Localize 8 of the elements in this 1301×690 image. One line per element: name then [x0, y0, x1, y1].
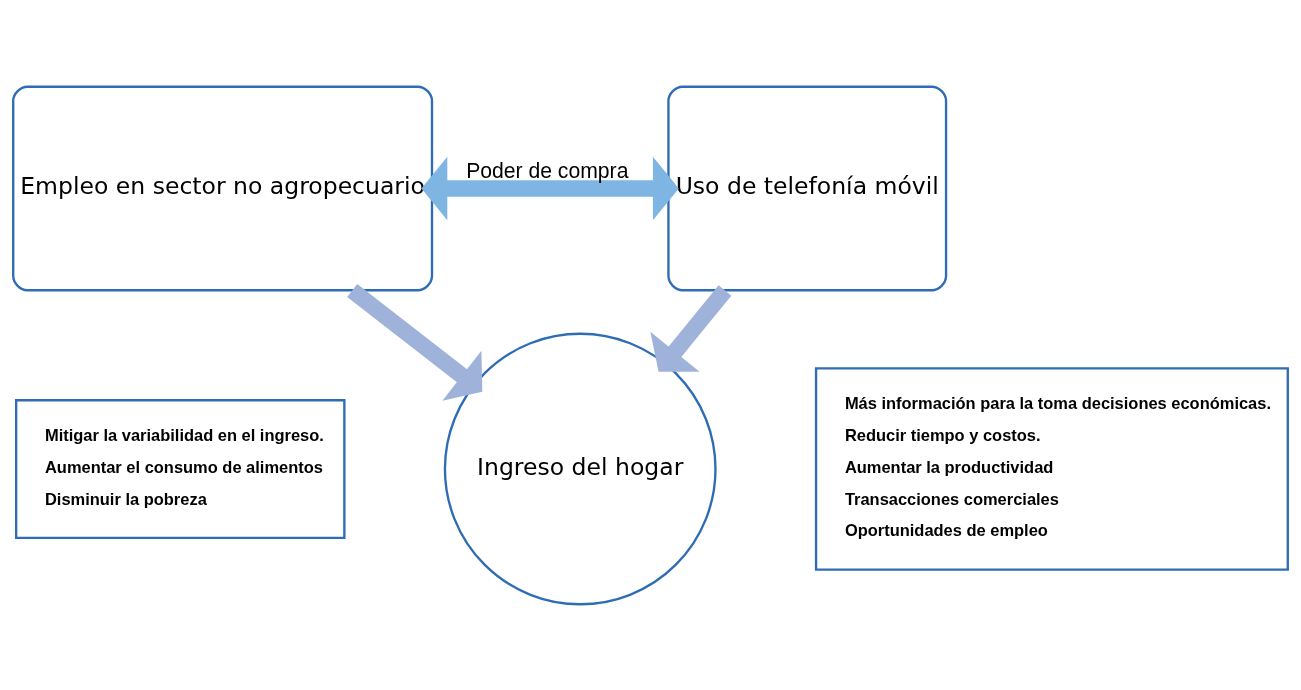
arrow [347, 283, 483, 401]
edge-label: Poder de compra [466, 158, 629, 182]
node-box: Más información para la toma decisiones económicas. Reducir tiempo y costos. Aumentar la productividad Transacciones comerciales Oportunidades de empleo [814, 366, 1289, 571]
node-box: Empleo en sector no agropecuario [12, 85, 434, 291]
node-box: Uso de telefonía móvil [667, 85, 948, 291]
node-box: Mitigar la variabilidad en el ingreso. Aumentar el consumo de alimentos Disminuir la pobreza [15, 398, 346, 539]
arrow [421, 156, 679, 220]
arrow [650, 284, 732, 372]
